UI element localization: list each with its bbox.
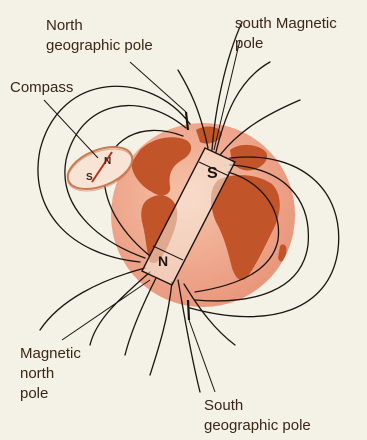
magnetic-north-pole-label: Magnetic north pole (20, 344, 81, 404)
magnetic-north-leader-line (62, 280, 150, 340)
south-magnetic-pole-label: south Magnetic pole (235, 14, 337, 54)
south-geographic-leader-line (189, 320, 215, 392)
field-line (40, 268, 145, 330)
geographic-axis-bottom (188, 300, 189, 320)
south-geographic-pole-label: South geographic pole (204, 396, 311, 436)
compass-south-letter: S (86, 172, 93, 183)
magnet-south-letter: S (207, 165, 218, 182)
north-geographic-pole-label: North geographic pole (46, 16, 153, 56)
compass-leader-line (44, 100, 98, 158)
magnet-north-letter: N (158, 253, 168, 269)
compass-label: Compass (10, 78, 73, 98)
compass-north-letter: N (104, 156, 111, 167)
